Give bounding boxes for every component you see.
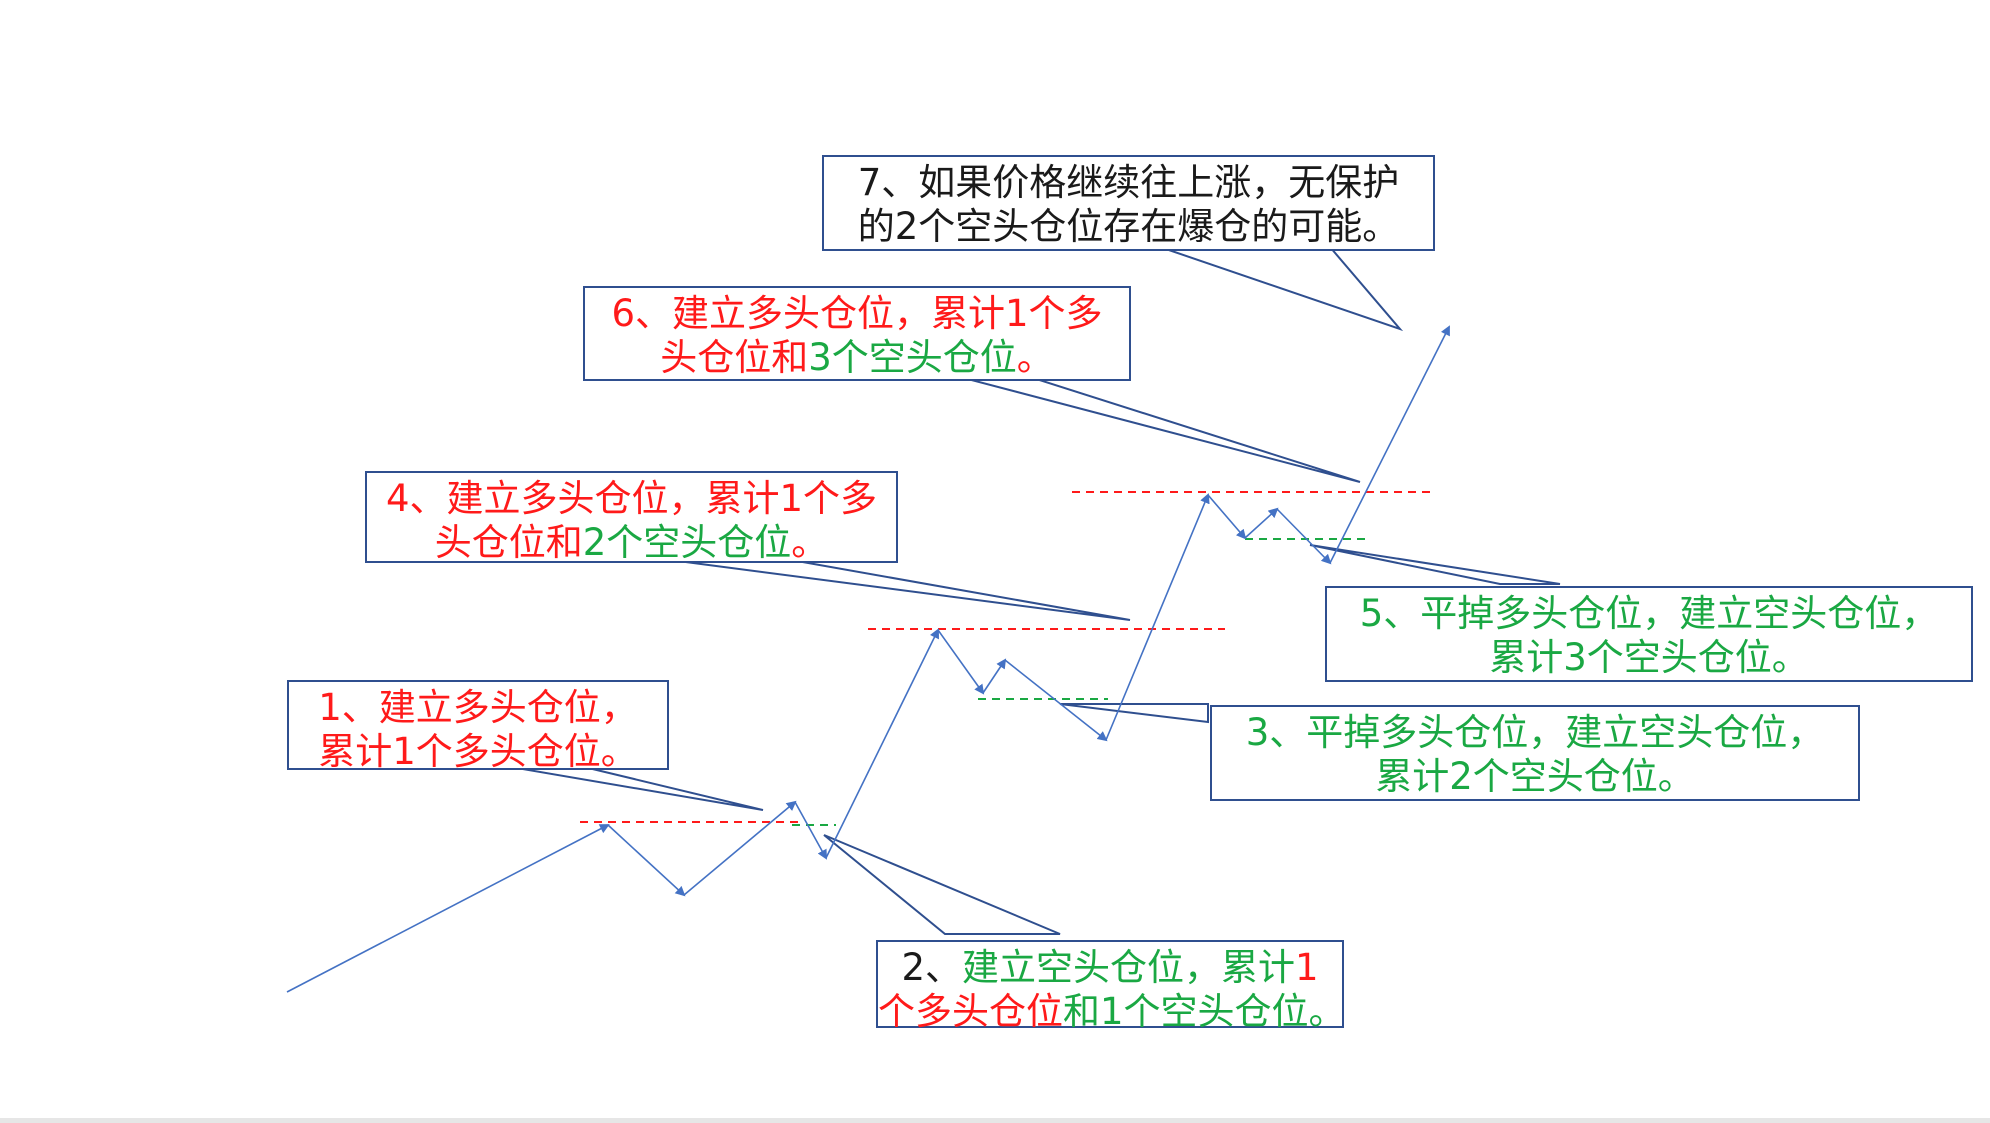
price-path xyxy=(286,325,1450,993)
callout-6-line-1: 6、建立多头仓位，累计1个多 xyxy=(611,292,1103,335)
callout-2-long-count: 1 xyxy=(1295,946,1319,989)
price-segment-9 xyxy=(1105,493,1210,741)
callout-1: 1、建立多头仓位， 累计1个多头仓位。 xyxy=(287,680,669,773)
callout-4-line-2: 头仓位和2个空头仓位。 xyxy=(367,521,896,565)
price-segment-6 xyxy=(937,629,985,695)
callout-2-line-1: 2、建立空头仓位，累计1 xyxy=(878,946,1342,990)
callout-4-period: 。 xyxy=(791,521,829,564)
price-segment-11 xyxy=(1244,507,1279,539)
callout-5-line-2: 累计3个空头仓位。 xyxy=(1489,636,1809,679)
pointer-c3 xyxy=(1059,703,1209,724)
callout-2-number: 2、 xyxy=(901,946,962,989)
callout-7-line-2: 的2个空头仓位存在爆仓的可能。 xyxy=(857,205,1400,248)
callout-1-line-2: 累计1个多头仓位。 xyxy=(318,730,638,773)
callout-7: 7、如果价格继续往上涨，无保护 的2个空头仓位存在爆仓的可能。 xyxy=(822,155,1435,251)
callout-4-short-text: 2个空头仓位 xyxy=(582,521,792,564)
callout-5: 5、平掉多头仓位，建立空头仓位， 累计3个空头仓位。 xyxy=(1325,586,1973,682)
callout-2-short-count: 和1个 xyxy=(1063,990,1161,1033)
callout-3-line-1: 3、平掉多头仓位，建立空头仓位， xyxy=(1245,711,1825,754)
callout-2-line-2: 个多头仓位和1个空头仓位。 xyxy=(878,990,1346,1034)
price-segment-7 xyxy=(982,658,1007,694)
pointer-c2 xyxy=(823,834,1061,935)
pointer-c5 xyxy=(1309,544,1561,585)
callout-6-line-2: 头仓位和3个空头仓位。 xyxy=(585,336,1129,380)
callout-4-line-1: 4、建立多头仓位，累计1个多 xyxy=(385,477,878,520)
price-segment-10 xyxy=(1207,494,1247,540)
pointer-c4 xyxy=(654,557,1131,621)
pointer-c6 xyxy=(959,376,1361,483)
price-segment-2 xyxy=(607,824,686,897)
callout-2-long-text: 个多头仓位 xyxy=(878,990,1063,1033)
callout-5-line-1: 5、平掉多头仓位，建立空头仓位， xyxy=(1359,592,1939,635)
price-segment-5 xyxy=(825,628,939,859)
callout-2-short-text-2: 空头仓位。 xyxy=(1160,990,1346,1033)
callout-6-period: 。 xyxy=(1016,336,1054,379)
bottom-divider xyxy=(0,1118,1990,1123)
callout-2-short-text: 建立空头仓位，累计 xyxy=(962,946,1295,989)
callout-6: 6、建立多头仓位，累计1个多 头仓位和3个空头仓位。 xyxy=(583,286,1131,381)
price-segment-3 xyxy=(683,800,797,896)
price-segment-13 xyxy=(1329,325,1450,564)
price-segment-8 xyxy=(1004,659,1108,742)
callout-3: 3、平掉多头仓位，建立空头仓位， 累计2个空头仓位。 xyxy=(1210,705,1860,801)
callout-7-line-1: 7、如果价格继续往上涨，无保护 xyxy=(857,161,1400,204)
callout-2: 2、建立空头仓位，累计1 个多头仓位和1个空头仓位。 xyxy=(876,940,1346,1033)
callout-1-line-1: 1、建立多头仓位， xyxy=(318,686,638,729)
callout-6-short-text: 3个空头仓位 xyxy=(808,336,1017,379)
price-segment-12 xyxy=(1276,508,1332,565)
callout-6-long-text: 头仓位和 xyxy=(660,336,809,379)
price-segment-1 xyxy=(286,824,610,993)
callout-4: 4、建立多头仓位，累计1个多 头仓位和2个空头仓位。 xyxy=(365,471,898,565)
pointer-c7 xyxy=(1159,246,1404,332)
callout-3-line-2: 累计2个空头仓位。 xyxy=(1375,755,1695,798)
callout-4-long-text: 头仓位和 xyxy=(434,521,583,564)
price-segment-4 xyxy=(794,801,827,860)
position-levels xyxy=(580,491,1432,826)
